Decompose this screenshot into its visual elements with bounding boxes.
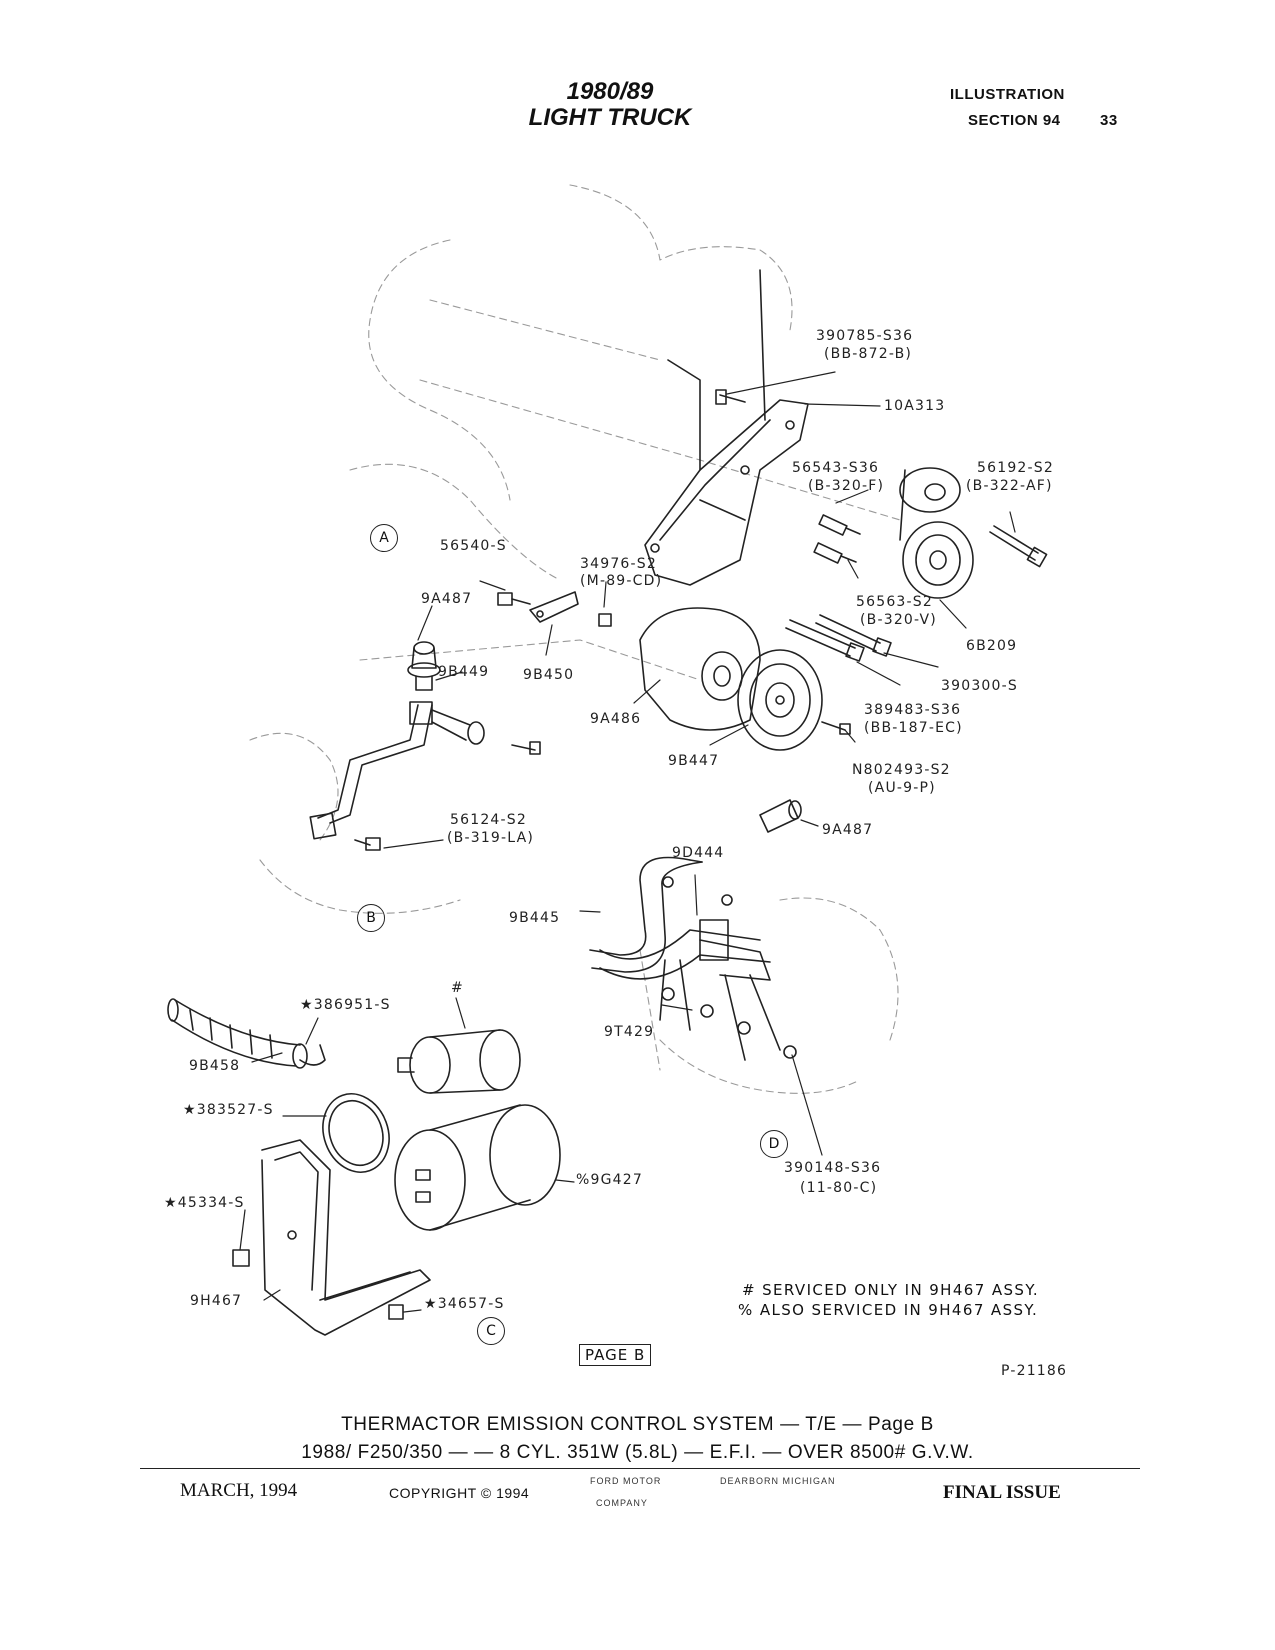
callout-390785-s36: 390785-S36 (816, 328, 914, 344)
callout-au-9-p: (AU-9-P) (868, 780, 936, 796)
callout-10a313: 10A313 (884, 398, 946, 414)
callout-b-320-f: (B-320-F) (808, 478, 885, 494)
page-number: 33 (1100, 112, 1118, 129)
callout-9t429: 9T429 (604, 1024, 655, 1040)
callout-9g427: %9G427 (576, 1172, 643, 1188)
title-year-range: 1980/89 (566, 78, 654, 105)
callout-56124-s2: 56124-S2 (450, 812, 527, 828)
callout-383527-s: ★383527-S (183, 1102, 274, 1118)
footer-company-line2: COMPANY (596, 1498, 648, 1508)
callout-b-319-la: (B-319-LA) (447, 830, 535, 846)
callout-9b449: 9B449 (438, 664, 490, 680)
bracket-10a313-drawing (644, 269, 809, 586)
callout-9a486: 9A486 (590, 711, 642, 727)
view-marker-b: B (357, 904, 385, 932)
bolt-56543-drawing (818, 514, 861, 536)
callout-56543-s36: 56543-S36 (792, 460, 880, 476)
nut-34657-drawing (388, 1304, 404, 1320)
callout-9d444: 9D444 (672, 845, 725, 861)
view-marker-c: C (477, 1317, 505, 1345)
callout-34976-s2: 34976-S2 (580, 556, 657, 572)
callout-56192-s2: 56192-S2 (977, 460, 1054, 476)
callout-9b458: 9B458 (189, 1058, 241, 1074)
hose-9b458-drawing (167, 998, 326, 1069)
engine-background-outline (249, 184, 901, 1094)
bolt-390785-drawing (715, 389, 746, 405)
canister-9g427-drawing (394, 1104, 561, 1231)
nut-45334-drawing (232, 1249, 250, 1267)
clamp-383527-drawing (322, 1093, 390, 1173)
callout-9b445: 9B445 (509, 910, 561, 926)
callout-11-80-c: (11-80-C) (800, 1180, 878, 1196)
check-valve-9a487-drawing (407, 641, 441, 691)
callout-b-322-af: (B-322-AF) (966, 478, 1053, 494)
callout-390148-s36: 390148-S36 (784, 1160, 882, 1176)
callout-56540-s: 56540-S (440, 538, 507, 554)
callout-6b209: 6B209 (966, 638, 1018, 654)
figure-id: P-21186 (1001, 1363, 1068, 1379)
callout-386951-s: ★386951-S (300, 997, 391, 1013)
bracket-9h467-drawing (261, 1139, 431, 1336)
illustration-label: ILLUSTRATION (950, 86, 1065, 103)
air-pump-9a486-drawing (639, 607, 761, 731)
callout-serviced-hash: # (451, 980, 464, 996)
footer-location: DEARBORN MICHIGAN (720, 1476, 836, 1486)
sensor-9a487-drawing (759, 799, 802, 833)
bracket-9b450-drawing (497, 591, 612, 627)
hose-9b445-drawing (589, 856, 771, 980)
footer-company-line1: FORD MOTOR (590, 1476, 662, 1486)
valve-9d444-drawing (659, 876, 797, 1061)
footer-status: FINAL ISSUE (943, 1482, 1061, 1503)
callout-m-89-cd: (M-89-CD) (580, 573, 663, 589)
page-box: PAGE B (579, 1344, 652, 1366)
bolt-56192-drawing (989, 525, 1048, 568)
callout-9a487-lower: 9A487 (822, 822, 874, 838)
section-label: SECTION 94 (968, 112, 1061, 129)
callout-9h467: 9H467 (190, 1293, 243, 1309)
callout-45334-s: ★45334-S (164, 1195, 245, 1211)
footer-date: MARCH, 1994 (180, 1480, 298, 1501)
filter-canister-drawing (397, 1029, 521, 1094)
callout-9b447: 9B447 (668, 753, 720, 769)
title-vehicle-class: LIGHT TRUCK (528, 104, 692, 131)
note-serviced-only: # SERVICED ONLY IN 9H467 ASSY. (742, 1281, 1040, 1299)
callout-bb-187-ec: (BB-187-EC) (864, 720, 963, 736)
long-bolts-drawing (785, 614, 892, 662)
callout-9a487-upper: 9A487 (421, 591, 473, 607)
air-tube-9b449-drawing (309, 701, 541, 851)
view-marker-a: A (370, 524, 398, 552)
callout-389483-s36: 389483-S36 (864, 702, 962, 718)
callout-b-320-v: (B-320-V) (860, 612, 937, 628)
callout-bb-872-b: (BB-872-B) (824, 346, 913, 362)
callout-390300-s: 390300-S (941, 678, 1018, 694)
footer-copyright: COPYRIGHT © 1994 (389, 1485, 530, 1501)
footer-divider (140, 1468, 1140, 1469)
bolt-56563-drawing (813, 542, 857, 564)
callout-n802493-s2: N802493-S2 (852, 762, 951, 778)
callout-34657-s: ★34657-S (424, 1296, 505, 1312)
callout-56563-s2: 56563-S2 (856, 594, 933, 610)
view-marker-d: D (760, 1130, 788, 1158)
caption-system: THERMACTOR EMISSION CONTROL SYSTEM — T/E… (341, 1414, 934, 1435)
note-also-serviced: % ALSO SERVICED IN 9H467 ASSY. (738, 1301, 1039, 1319)
idler-pulley-6b209-drawing (899, 467, 974, 599)
pump-pulley-9b447-drawing (737, 649, 851, 751)
leader-lines (239, 371, 1016, 1313)
caption-vehicle: 1988/ F250/350 — — 8 CYL. 351W (5.8L) — … (301, 1442, 974, 1463)
callout-9b450: 9B450 (523, 667, 575, 683)
